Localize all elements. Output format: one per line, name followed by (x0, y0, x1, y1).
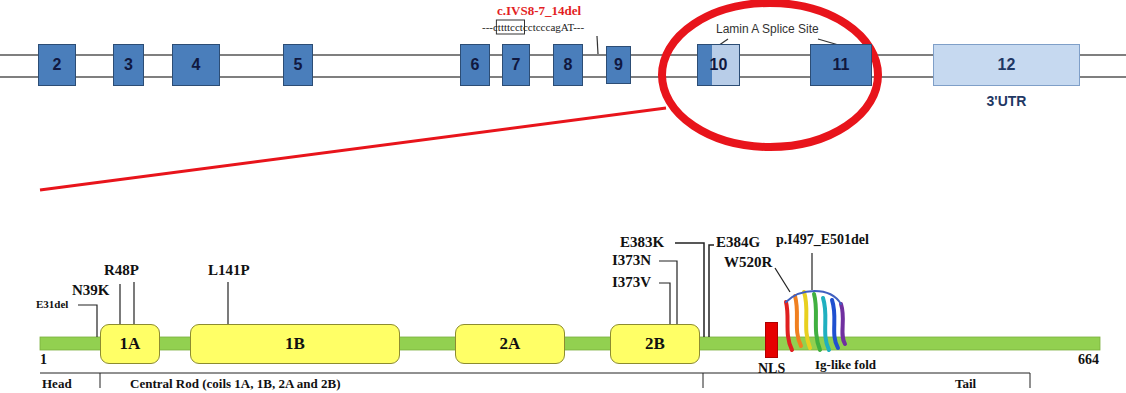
exon-number: 12 (998, 56, 1016, 74)
exon-number: 6 (471, 56, 480, 74)
exon-box: 3 (113, 44, 144, 86)
region-label: Central Rod (coils 1A, 1B, 2A and 2B) (130, 376, 341, 392)
mutation-label: I373V (612, 274, 651, 291)
mutation-label: R48P (104, 262, 139, 279)
axis-tick (100, 373, 101, 388)
domain-name: 2A (500, 334, 521, 354)
domain-box: 1B (190, 324, 400, 364)
exon-number: 10 (710, 56, 728, 74)
domain-box: 2A (455, 324, 565, 364)
ribbon-strand (786, 302, 792, 350)
mutation-label: E384G (716, 234, 760, 251)
leader-line (659, 261, 677, 324)
domain-axis (40, 373, 1030, 374)
ribbon-strand (832, 300, 838, 348)
exon-box: 4 (172, 44, 220, 86)
exon-number: 4 (192, 56, 201, 74)
exon-number: 9 (614, 56, 623, 74)
ribbon-strand (795, 296, 801, 346)
axis-tick (1030, 373, 1031, 388)
exon-box: 10 (697, 44, 740, 86)
region-label: Head (42, 376, 72, 392)
exon-box: 5 (283, 44, 313, 86)
exon-number: 3 (124, 56, 133, 74)
exon-box: 2 (38, 44, 76, 86)
exon-number: 5 (294, 56, 303, 74)
exon-box: 123'UTR (933, 44, 1080, 86)
ribbon-strand (841, 304, 845, 344)
residue-number: 664 (1078, 352, 1099, 368)
mutation-label: E31del (36, 298, 68, 310)
mutation-label: p.I497_E501del (776, 232, 869, 248)
mutation-label: W520R (724, 254, 772, 271)
ribbon-strand (804, 292, 810, 348)
exon-box: 7 (502, 44, 530, 86)
leader-line (133, 282, 134, 324)
leader-line (811, 253, 812, 290)
exon-box: 9 (606, 46, 631, 84)
highlight-pointer (40, 108, 666, 190)
residue-number: 1 (40, 352, 47, 368)
domain-box: 2B (610, 324, 700, 364)
region-label: Tail (955, 376, 976, 392)
exon-number: 8 (564, 56, 573, 74)
ig-fold-ribbon (786, 291, 845, 350)
mutation-label: N39K (72, 282, 110, 299)
exon-box: 8 (553, 44, 583, 86)
exon-box: 6 (460, 44, 490, 86)
gene-annotation: c.IVS8-7_14del (497, 3, 581, 19)
leader-line (227, 282, 228, 324)
sequence-text: ---cttttcctcctcccagAT--- (482, 21, 584, 33)
mutation-label: L141P (208, 262, 250, 279)
leader-line (675, 243, 704, 337)
box-caption: 3'UTR (987, 93, 1027, 109)
domain-name: 1A (120, 334, 141, 354)
leader-line (119, 284, 120, 324)
exon-number: 2 (53, 56, 62, 74)
region-label: Ig-like fold (815, 357, 876, 373)
splice-site-label: Lamin A Splice Site (716, 22, 819, 36)
leader-line (78, 305, 97, 337)
domain-name: 2B (645, 334, 665, 354)
mutation-label: E383K (620, 234, 664, 251)
mutation-label: I373N (612, 252, 651, 269)
leader-line (709, 245, 714, 337)
ribbon-strand (814, 294, 820, 350)
exon-number: 11 (833, 56, 850, 74)
ribbon-loop (786, 291, 841, 304)
leader-line (597, 36, 598, 54)
leader-line (659, 283, 670, 324)
domain-name: 1B (285, 334, 305, 354)
highlight-circle (662, 3, 878, 147)
ribbon-strand (823, 298, 829, 350)
leader-line (775, 268, 790, 292)
axis-tick (703, 373, 704, 388)
exon-number: 7 (512, 56, 521, 74)
box-caption: NLS (758, 361, 785, 377)
exon-box: 11 (810, 44, 872, 86)
domain-box: 1A (100, 324, 160, 364)
nls-box: NLS (765, 322, 778, 358)
